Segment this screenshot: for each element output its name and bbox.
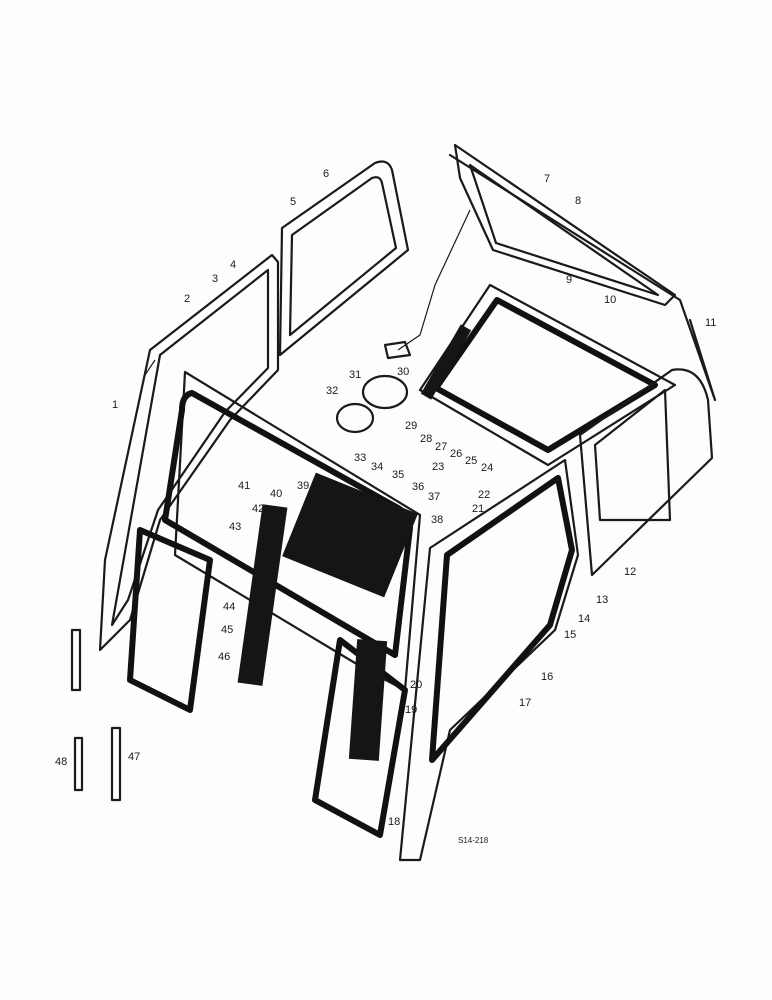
seal-strip-rear [420, 324, 472, 400]
callout-10: 10 [604, 294, 616, 306]
callout-17: 17 [519, 697, 531, 709]
callout-11: 11 [705, 317, 716, 329]
callout-32: 32 [326, 385, 338, 397]
callout-37: 37 [428, 491, 440, 503]
callout-1: 1 [112, 399, 118, 411]
callout-21: 21 [472, 503, 484, 515]
callout-31: 31 [349, 369, 361, 381]
callout-27: 27 [435, 441, 447, 453]
callout-35: 35 [392, 469, 404, 481]
callout-42: 42 [252, 503, 264, 515]
callout-3: 3 [212, 273, 218, 285]
callout-16: 16 [541, 671, 553, 683]
callout-34: 34 [371, 461, 383, 473]
callout-18: 18 [388, 816, 400, 828]
drawing-code: S14-218 [458, 836, 489, 845]
left-side-frame [98, 253, 280, 652]
seal-strip-40 [282, 472, 418, 598]
callout-6: 6 [323, 168, 329, 180]
right-door [398, 458, 580, 862]
seal-strip-20 [348, 639, 388, 761]
callout-5: 5 [290, 196, 296, 208]
callout-25: 25 [465, 455, 477, 467]
callout-26: 26 [450, 448, 462, 460]
roof-hatch [383, 143, 717, 402]
callout-2: 2 [184, 293, 190, 305]
seal-strip-42 [237, 504, 288, 686]
callout-9: 9 [566, 274, 572, 286]
callout-12: 12 [624, 566, 636, 578]
callout-46: 46 [218, 651, 230, 663]
callout-24: 24 [481, 462, 493, 474]
callout-19: 19 [405, 704, 417, 716]
callout-4: 4 [230, 259, 236, 271]
callout-29: 29 [405, 420, 417, 432]
callout-15: 15 [564, 629, 576, 641]
callout-23: 23 [432, 461, 444, 473]
callout-22: 22 [478, 489, 490, 501]
callout-36: 36 [412, 481, 424, 493]
rear-glass-frame [418, 283, 677, 467]
callout-48: 48 [55, 756, 67, 768]
callout-33: 33 [354, 452, 366, 464]
callout-30: 30 [397, 366, 409, 378]
callout-20: 20 [410, 679, 422, 691]
rear-upper-window [278, 160, 410, 357]
callout-45: 45 [221, 624, 233, 636]
callout-28: 28 [420, 433, 432, 445]
callout-38: 38 [431, 514, 443, 526]
callout-43: 43 [229, 521, 241, 533]
latch-parts [70, 628, 122, 802]
right-rear-frame [578, 368, 714, 577]
callout-14: 14 [578, 613, 590, 625]
callout-13: 13 [596, 594, 608, 606]
callout-39: 39 [297, 480, 309, 492]
callout-44: 44 [223, 601, 235, 613]
front-frame [127, 370, 422, 838]
callout-8: 8 [575, 195, 581, 207]
callout-7: 7 [544, 173, 550, 185]
callout-40: 40 [270, 488, 282, 500]
fan-assembly [335, 374, 409, 434]
callout-41: 41 [238, 480, 250, 492]
callout-47: 47 [128, 751, 140, 763]
